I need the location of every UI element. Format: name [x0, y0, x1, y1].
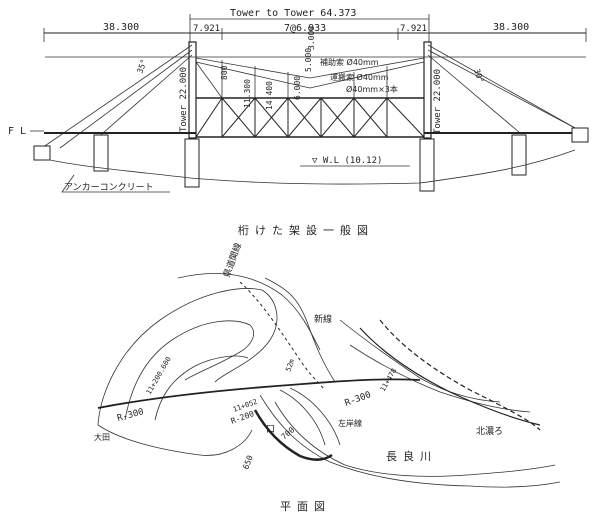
pier-1	[93, 134, 109, 172]
slope-left-label: 35°	[135, 58, 148, 75]
fl-label: F L	[8, 126, 26, 137]
backstay-left-1	[59, 49, 193, 149]
tower-to-tower-label: Tower to Tower 64.373	[230, 8, 356, 19]
anchor-left	[33, 145, 51, 161]
ground-profile	[49, 149, 576, 185]
backstay-left-2	[94, 54, 193, 141]
left-bank-line-label: 左岸線	[338, 418, 362, 428]
bank-upper-left	[97, 288, 278, 426]
tower-right	[423, 41, 432, 139]
tower-left-label: Tower 22.000	[179, 67, 189, 132]
river-contour-2	[289, 387, 341, 446]
river-label: 長良川	[386, 449, 437, 463]
anchor-label: アンカーコンクリート	[64, 182, 154, 193]
new-line-label: 新線	[314, 313, 332, 325]
backstay-left-3	[35, 44, 193, 153]
dim-3000: 3.000	[307, 26, 316, 50]
plan-caption: 平面図	[280, 500, 331, 513]
rail-left-bank	[359, 327, 541, 426]
r300-left-label: R-300	[116, 407, 145, 424]
r300-right-label: R-300	[344, 390, 373, 409]
water-level-label: ▽ W.L (10.12)	[312, 156, 382, 166]
cable-note-3: Ø40mm×3本	[346, 84, 398, 94]
side-span-right-label: 38.300	[493, 22, 529, 33]
plan-view: 県道関線 新線 左岸線 北濃ろ 長良川 大田 R-300 R-300 R-200…	[94, 241, 561, 513]
pier-2	[184, 138, 200, 188]
center-span-label: 7@6.933	[284, 23, 326, 34]
backstay-right-1	[427, 49, 576, 129]
slope-right-label: 30°	[472, 68, 485, 85]
anchor-right	[571, 127, 589, 143]
bank-bottom-left	[97, 424, 253, 456]
pier-3	[419, 138, 435, 192]
bank-right-mid	[349, 344, 531, 413]
ravine	[253, 409, 333, 461]
anchor-leader	[61, 174, 170, 193]
bank-inner-left-2	[154, 355, 249, 421]
prefectural-road	[239, 281, 326, 391]
bank-upper	[177, 273, 321, 351]
elevation-caption: 桁けた架設一般図	[238, 223, 374, 237]
bank-upper-2	[264, 277, 336, 383]
cable-note-1: 補助索 Ø40mm	[320, 57, 379, 67]
cable-note-2: 運搬索 Ø40mm	[330, 72, 389, 82]
dim-5000: 5.000	[304, 48, 313, 72]
panel-left-label: 7.921	[193, 24, 220, 34]
pier-4	[511, 134, 527, 176]
dim-800: 800	[220, 65, 229, 80]
bank-lower-2	[274, 401, 556, 477]
dim-6000: 6.000	[293, 76, 302, 100]
road-label: 県道関線	[221, 241, 245, 279]
tower-left	[188, 41, 197, 139]
backstay-right-3	[427, 44, 585, 134]
river-contour	[279, 389, 326, 446]
kitanose-label: 北濃ろ	[476, 425, 503, 437]
truss	[195, 60, 425, 138]
elevation-view: Tower to Tower 64.373 38.300 38.300 7.92…	[8, 8, 589, 237]
rail-main	[97, 378, 421, 409]
rail-new-line	[379, 319, 541, 431]
bank-right-upper	[339, 319, 501, 403]
length-650-label: 650	[241, 454, 254, 471]
tower-right-label: Tower 22.000	[433, 69, 443, 134]
kuchi-label: 口	[266, 425, 275, 435]
backstay-right-2	[427, 54, 521, 134]
bridge-length-label: 52m	[284, 358, 296, 373]
panel-right-label: 7.921	[400, 24, 427, 34]
ohta-label: 大田	[94, 432, 110, 442]
side-span-left-label: 38.300	[103, 22, 139, 33]
dim-11300: 11.300	[243, 79, 252, 108]
cable-sag	[195, 57, 425, 79]
bank-inner-left	[124, 320, 254, 421]
cable-sag-2	[195, 61, 425, 89]
dim-14400: 14.400	[265, 81, 274, 110]
bank-lower	[259, 394, 561, 488]
